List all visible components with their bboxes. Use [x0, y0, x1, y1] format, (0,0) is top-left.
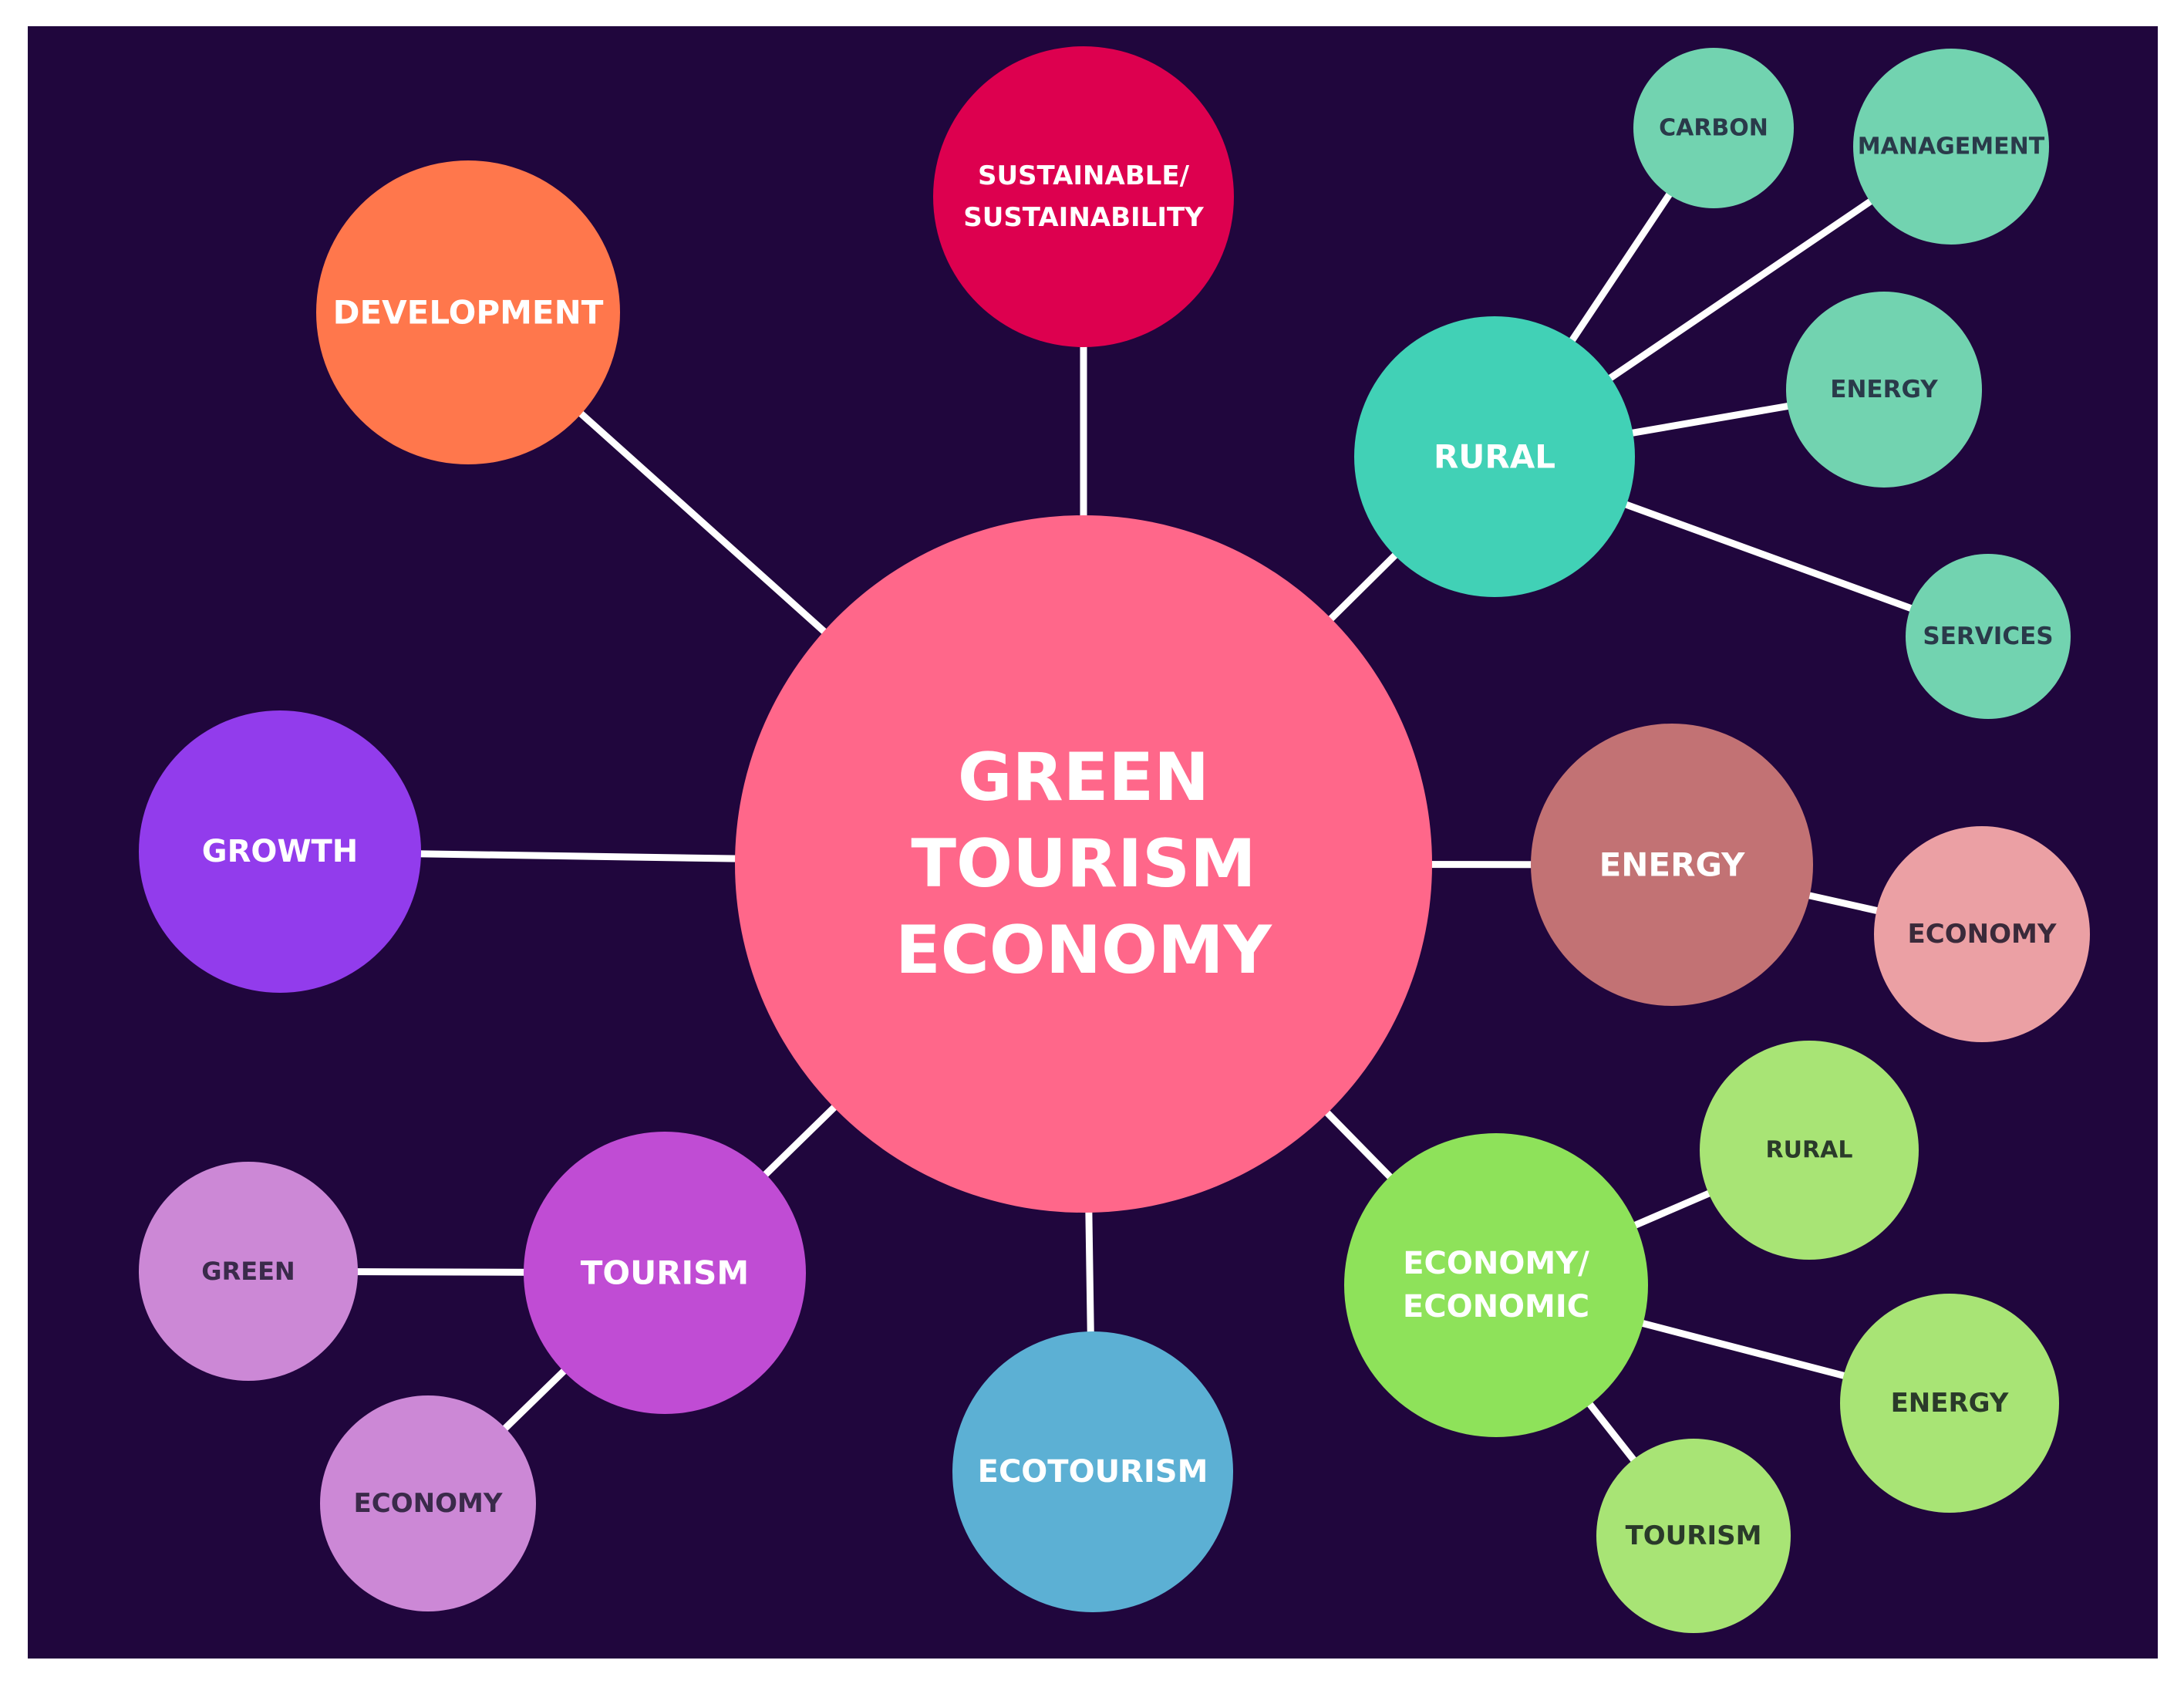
bubble-rural-energy: ENERGY [1786, 292, 1982, 488]
bubble-growth: GROWTH [139, 710, 421, 993]
bubble-circle-tourism-green [139, 1162, 358, 1381]
bubble-center: GREEN TOURISM ECONOMY [735, 515, 1432, 1213]
bubble-circle-economy-rural [1700, 1041, 1919, 1260]
bubble-label-center-line-0: GREEN [958, 739, 1209, 816]
bubble-label-growth-line-0: GROWTH [202, 834, 359, 869]
bubble-rural-carbon: CARBON [1633, 48, 1794, 208]
bubble-circle-development [316, 160, 620, 464]
bubble-economy-energy: ENERGY [1840, 1294, 2059, 1513]
bubble-circle-growth [139, 710, 421, 993]
bubble-label-tourism-green-line-0: GREEN [201, 1257, 295, 1286]
bubble-label-development-line-0: DEVELOPMENT [333, 294, 604, 332]
bubble-label-economy-line-0: ECONOMY/ [1403, 1246, 1589, 1281]
bubble-label-ecotourism-line-0: ECOTOURISM [978, 1454, 1208, 1490]
bubble-label-rural-line-0: RURAL [1434, 438, 1555, 476]
bubble-tourism-green: GREEN [139, 1162, 358, 1381]
bubble-energy: ENERGY [1531, 724, 1813, 1006]
bubble-development: DEVELOPMENT [316, 160, 620, 464]
bubble-circle-rural-energy [1786, 292, 1982, 488]
bubble-label-rural-services-line-0: SERVICES [1923, 623, 2053, 650]
bubble-tourism-economy: ECONOMY [320, 1395, 536, 1611]
bubble-tourism: TOURISM [524, 1132, 806, 1414]
bubble-circle-ecotourism [952, 1331, 1233, 1612]
bubble-sustainable: SUSTAINABLE/SUSTAINABILITY [933, 46, 1234, 347]
bubble-label-energy-line-0: ENERGY [1599, 846, 1745, 884]
bubble-label-tourism-line-0: TOURISM [581, 1254, 749, 1292]
bubble-circle-energy [1531, 724, 1813, 1006]
bubble-circle-energy-economy [1874, 826, 2090, 1042]
bubble-label-energy-economy-line-0: ECONOMY [1908, 919, 2057, 950]
bubble-label-economy-energy-line-0: ENERGY [1891, 1388, 2009, 1419]
bubble-economy-tourism: TOURISM [1596, 1439, 1791, 1633]
bubble-circle-center [735, 515, 1432, 1213]
bubble-label-tourism-economy-line-0: ECONOMY [354, 1488, 503, 1519]
bubble-circle-rural [1354, 316, 1635, 597]
bubble-circle-sustainable [933, 46, 1234, 347]
bubble-label-sustainable-line-0: SUSTAINABLE/ [978, 160, 1190, 191]
bubble-label-economy-tourism-line-0: TOURISM [1626, 1520, 1762, 1551]
bubble-circle-rural-services [1906, 554, 2071, 719]
bubble-label-sustainable-line-1: SUSTAINABILITY [963, 202, 1204, 233]
bubble-circle-economy-energy [1840, 1294, 2059, 1513]
bubble-circle-rural-management [1853, 49, 2049, 245]
bubble-label-rural-carbon-line-0: CARBON [1659, 115, 1768, 142]
bubble-label-rural-management-line-0: MANAGEMENT [1858, 133, 2045, 160]
bubble-label-center-line-1: TOURISM [911, 825, 1255, 903]
bubble-circle-tourism-economy [320, 1395, 536, 1611]
bubble-rural: RURAL [1354, 316, 1635, 597]
bubble-circle-economy-tourism [1596, 1439, 1791, 1633]
bubble-label-center-line-2: ECONOMY [895, 912, 1273, 989]
bubble-rural-services: SERVICES [1906, 554, 2071, 719]
bubble-circle-rural-carbon [1633, 48, 1794, 208]
bubble-circle-economy [1344, 1133, 1648, 1437]
bubble-label-economy-rural-line-0: RURAL [1766, 1137, 1853, 1164]
bubble-energy-economy: ECONOMY [1874, 826, 2090, 1042]
bubble-ecotourism: ECOTOURISM [952, 1331, 1233, 1612]
bubble-economy: ECONOMY/ECONOMIC [1344, 1133, 1648, 1437]
bubble-rural-management: MANAGEMENT [1853, 49, 2049, 245]
bubble-label-rural-energy-line-0: ENERGY [1830, 376, 1938, 403]
bubble-circle-tourism [524, 1132, 806, 1414]
bubbles: GREEN TOURISM ECONOMY SUSTAINABLE/SUSTAINAB… [139, 46, 2090, 1633]
bubble-label-economy-line-1: ECONOMIC [1403, 1289, 1589, 1324]
bubble-economy-rural: RURAL [1700, 1041, 1919, 1260]
